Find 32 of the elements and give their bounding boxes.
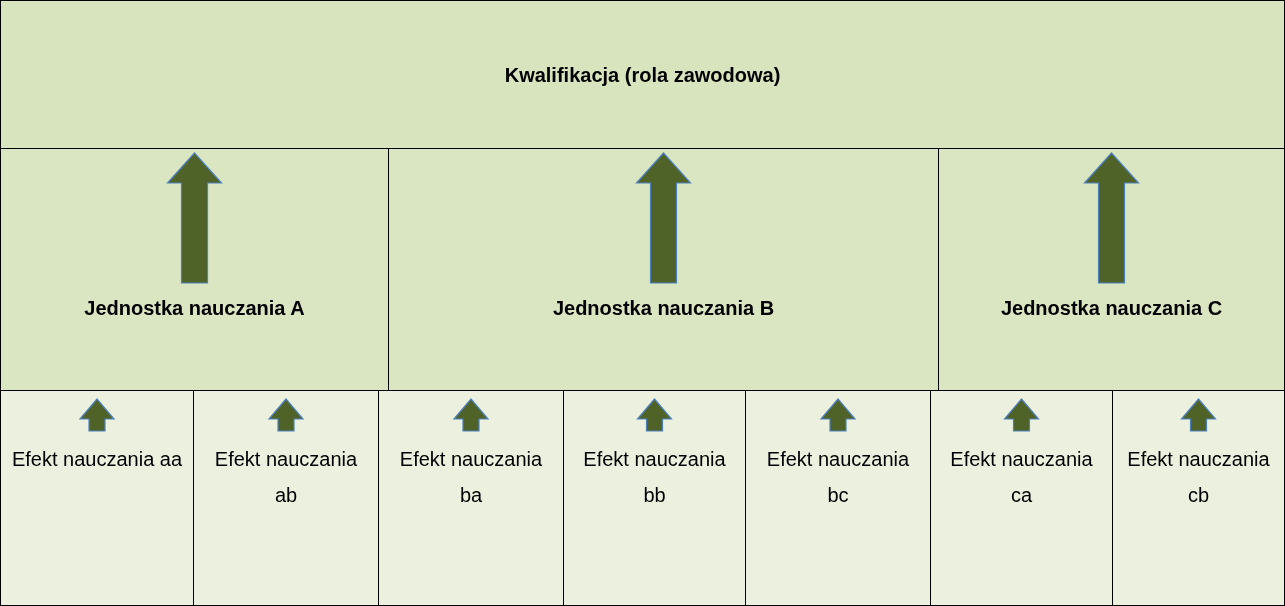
block-arrow: [166, 152, 223, 284]
outcome-label: Efekt nauczania ab: [213, 447, 359, 508]
qualification-band: [0, 0, 1285, 149]
block-arrow: [819, 398, 857, 432]
outcome-cell: [0, 390, 194, 606]
outcome-label: Efekt nauczania bc: [765, 447, 911, 508]
outcome-label: Efekt nauczania bb: [582, 447, 727, 508]
outcome-label: Efekt nauczania ca: [949, 447, 1094, 508]
unit-panel: [388, 148, 939, 391]
outcome-cell: [378, 390, 564, 606]
unit-panel: [0, 148, 389, 391]
outcome-label: Efekt nauczania ba: [398, 447, 544, 508]
unit-title: Jednostka nauczania A: [83, 297, 306, 320]
block-arrow: [635, 152, 692, 284]
block-arrow: [1180, 398, 1217, 432]
outcome-label: Efekt nauczania cb: [1126, 447, 1271, 508]
band-title: Kwalifikacja (rola zawodowa): [503, 63, 782, 86]
outcome-cell: [563, 390, 746, 606]
outcome-label: Efekt nauczania aa: [10, 447, 184, 472]
block-arrow: [1003, 398, 1040, 432]
outcome-cell: [193, 390, 379, 606]
outcome-cell: [1112, 390, 1285, 606]
block-arrow: [78, 398, 116, 432]
unit-title: Jednostka nauczania B: [551, 297, 776, 320]
block-arrow: [1083, 152, 1140, 284]
unit-title: Jednostka nauczania C: [999, 297, 1224, 320]
block-arrow: [267, 398, 305, 432]
block-arrow: [636, 398, 673, 432]
outcome-cell: [930, 390, 1113, 606]
block-arrow: [452, 398, 490, 432]
outcome-cell: [745, 390, 931, 606]
unit-panel: [938, 148, 1285, 391]
